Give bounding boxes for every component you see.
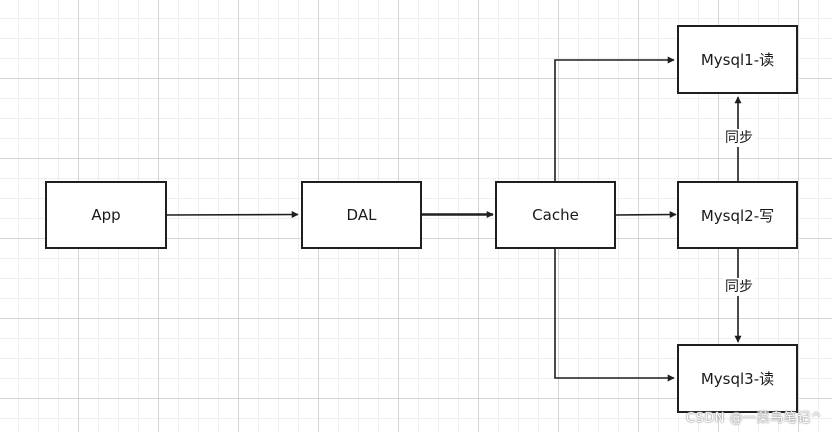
watermark: CSDN @一菜鸟笔记^ bbox=[685, 411, 822, 426]
mysql1-read-node: Mysql1-读 bbox=[677, 25, 798, 94]
sync-label-down: 同步 bbox=[723, 278, 755, 296]
edge-cache-to-mysql2 bbox=[615, 211, 677, 219]
edge-cache-to-mysql1 bbox=[554, 56, 675, 181]
edge-cache-to-mysql3 bbox=[554, 249, 675, 382]
mysql3-read-node: Mysql3-读 bbox=[677, 344, 798, 413]
dal-node: DAL bbox=[301, 181, 422, 249]
cache-node: Cache bbox=[495, 181, 616, 249]
app-node: App bbox=[45, 181, 167, 249]
sync-label-up: 同步 bbox=[723, 129, 755, 147]
edge-app-to-dal bbox=[166, 211, 299, 219]
mysql2-write-node: Mysql2-写 bbox=[677, 181, 798, 249]
